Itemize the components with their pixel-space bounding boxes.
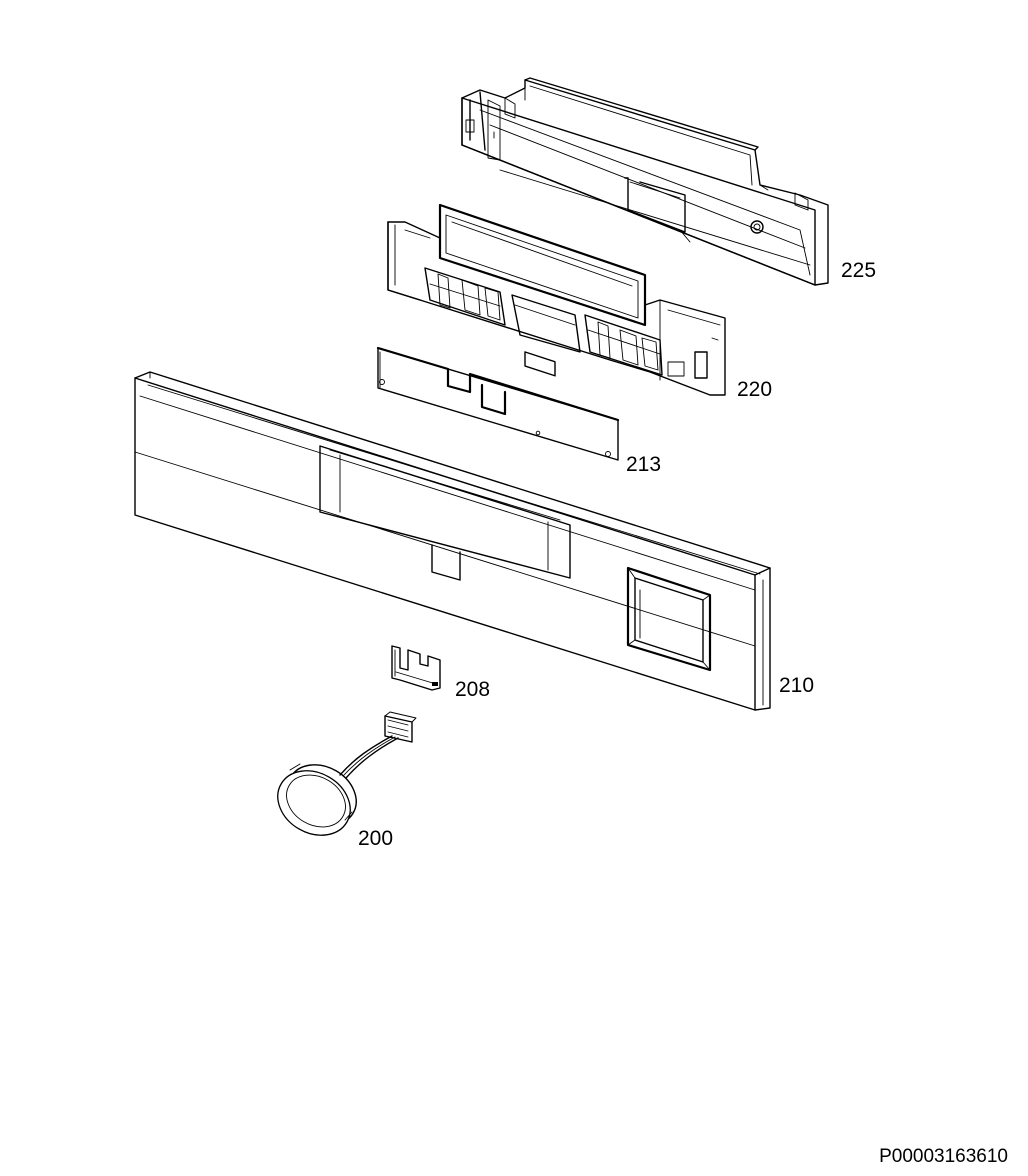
label-208: 208 [455,678,490,701]
part-225-panel-frame [461,77,829,286]
label-200: 200 [358,827,393,850]
part-208-bracket [391,645,441,691]
label-225: 225 [841,259,876,282]
label-210: 210 [779,674,814,697]
label-220: 220 [737,378,772,401]
part-220-display-holder [387,203,726,396]
document-id: P00003163610 [879,1146,1008,1167]
part-210-control-panel [134,371,771,711]
part-200-knob [277,711,417,836]
label-213: 213 [626,453,661,476]
part-213-circuit-board [376,346,620,461]
